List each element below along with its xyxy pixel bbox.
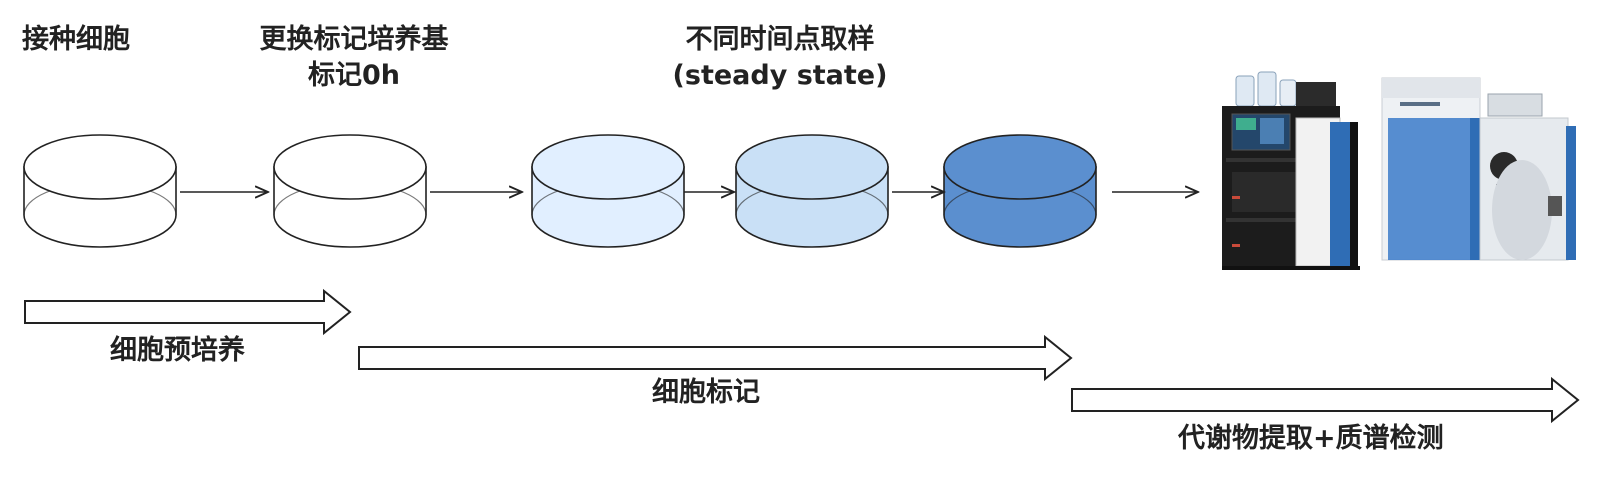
dish-sample-mid bbox=[735, 134, 889, 248]
dish-sample-steady bbox=[943, 134, 1097, 248]
phase-arrow-extraction bbox=[1071, 376, 1580, 424]
phase-label-labeling: 细胞标记 bbox=[652, 377, 760, 408]
step-label-seed-cells: 接种细胞 bbox=[22, 24, 130, 55]
label-0h-text: 标记0h bbox=[307, 60, 400, 91]
step-label-change-medium: 更换标记培养基 标记0h bbox=[236, 22, 472, 94]
sampling-text: 不同时间点取样 bbox=[685, 24, 875, 55]
step-label-sampling: 不同时间点取样 (steady state) bbox=[660, 22, 900, 94]
phase-arrow-labeling bbox=[358, 334, 1073, 382]
phase-arrow-preculture bbox=[24, 288, 352, 336]
ms-instrument-image bbox=[1381, 77, 1576, 261]
phase-label-extraction: 代谢物提取+质谱检测 bbox=[1178, 423, 1444, 454]
dish-sample-early bbox=[531, 134, 685, 248]
steady-state-text: (steady state) bbox=[672, 60, 888, 91]
lc-instrument-image bbox=[1222, 71, 1360, 270]
dish-medium-change bbox=[273, 134, 427, 248]
change-medium-text: 更换标记培养基 bbox=[259, 24, 449, 55]
culture-dishes bbox=[23, 134, 1097, 248]
phase-label-preculture: 细胞预培养 bbox=[110, 335, 245, 366]
dish-seed bbox=[23, 134, 177, 248]
